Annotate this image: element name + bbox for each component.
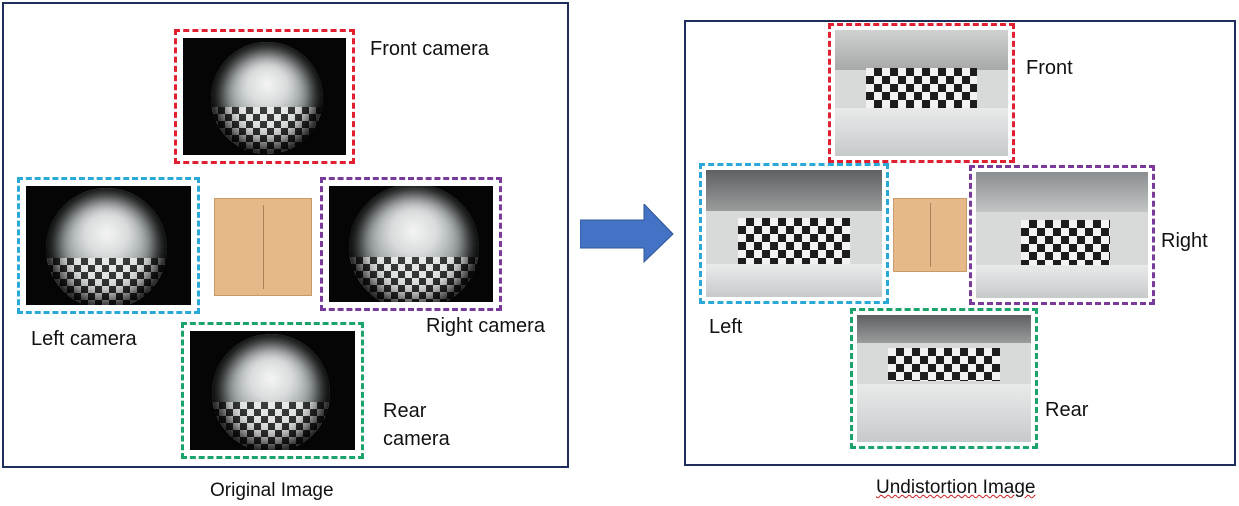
left-fisheye-image	[46, 188, 167, 305]
original-left-frame	[17, 177, 200, 314]
undistortion-image-panel: Front Left Right Rear	[684, 20, 1236, 466]
original-right-frame	[320, 177, 502, 311]
right-fisheye-image	[349, 186, 479, 302]
undistorted-left-frame	[699, 163, 889, 304]
rear-fisheye-image	[212, 334, 330, 450]
original-car-icon	[214, 198, 312, 296]
undistortion-image-caption: Undistortion Image	[876, 477, 1036, 498]
undistorted-car-icon	[893, 198, 967, 272]
undistorted-rear-label: Rear	[1045, 399, 1089, 421]
right-undistorted-image	[976, 172, 1148, 298]
undistorted-front-label: Front	[1026, 57, 1073, 79]
original-image-panel: Front camera Left camera Right camera Re…	[2, 2, 569, 468]
undistorted-right-label: Right	[1161, 230, 1208, 252]
original-front-label: Front camera	[370, 38, 489, 60]
undistorted-right-frame	[969, 165, 1155, 305]
original-left-label: Left camera	[31, 328, 137, 350]
front-undistorted-image	[835, 30, 1008, 156]
original-front-frame	[174, 29, 355, 164]
original-image-caption: Original Image	[210, 480, 334, 501]
undistorted-front-frame	[828, 23, 1015, 163]
rear-undistorted-image	[857, 315, 1031, 442]
right-arrow-icon	[580, 204, 674, 264]
original-right-label: Right camera	[426, 315, 545, 337]
undistorted-rear-frame	[850, 308, 1038, 449]
left-undistorted-image	[706, 170, 882, 297]
undistorted-left-label: Left	[709, 316, 743, 338]
front-fisheye-image	[211, 42, 323, 154]
original-rear-label-line1: Rear	[383, 400, 427, 422]
original-rear-frame	[181, 322, 364, 459]
original-rear-label-line2: camera	[383, 428, 450, 450]
